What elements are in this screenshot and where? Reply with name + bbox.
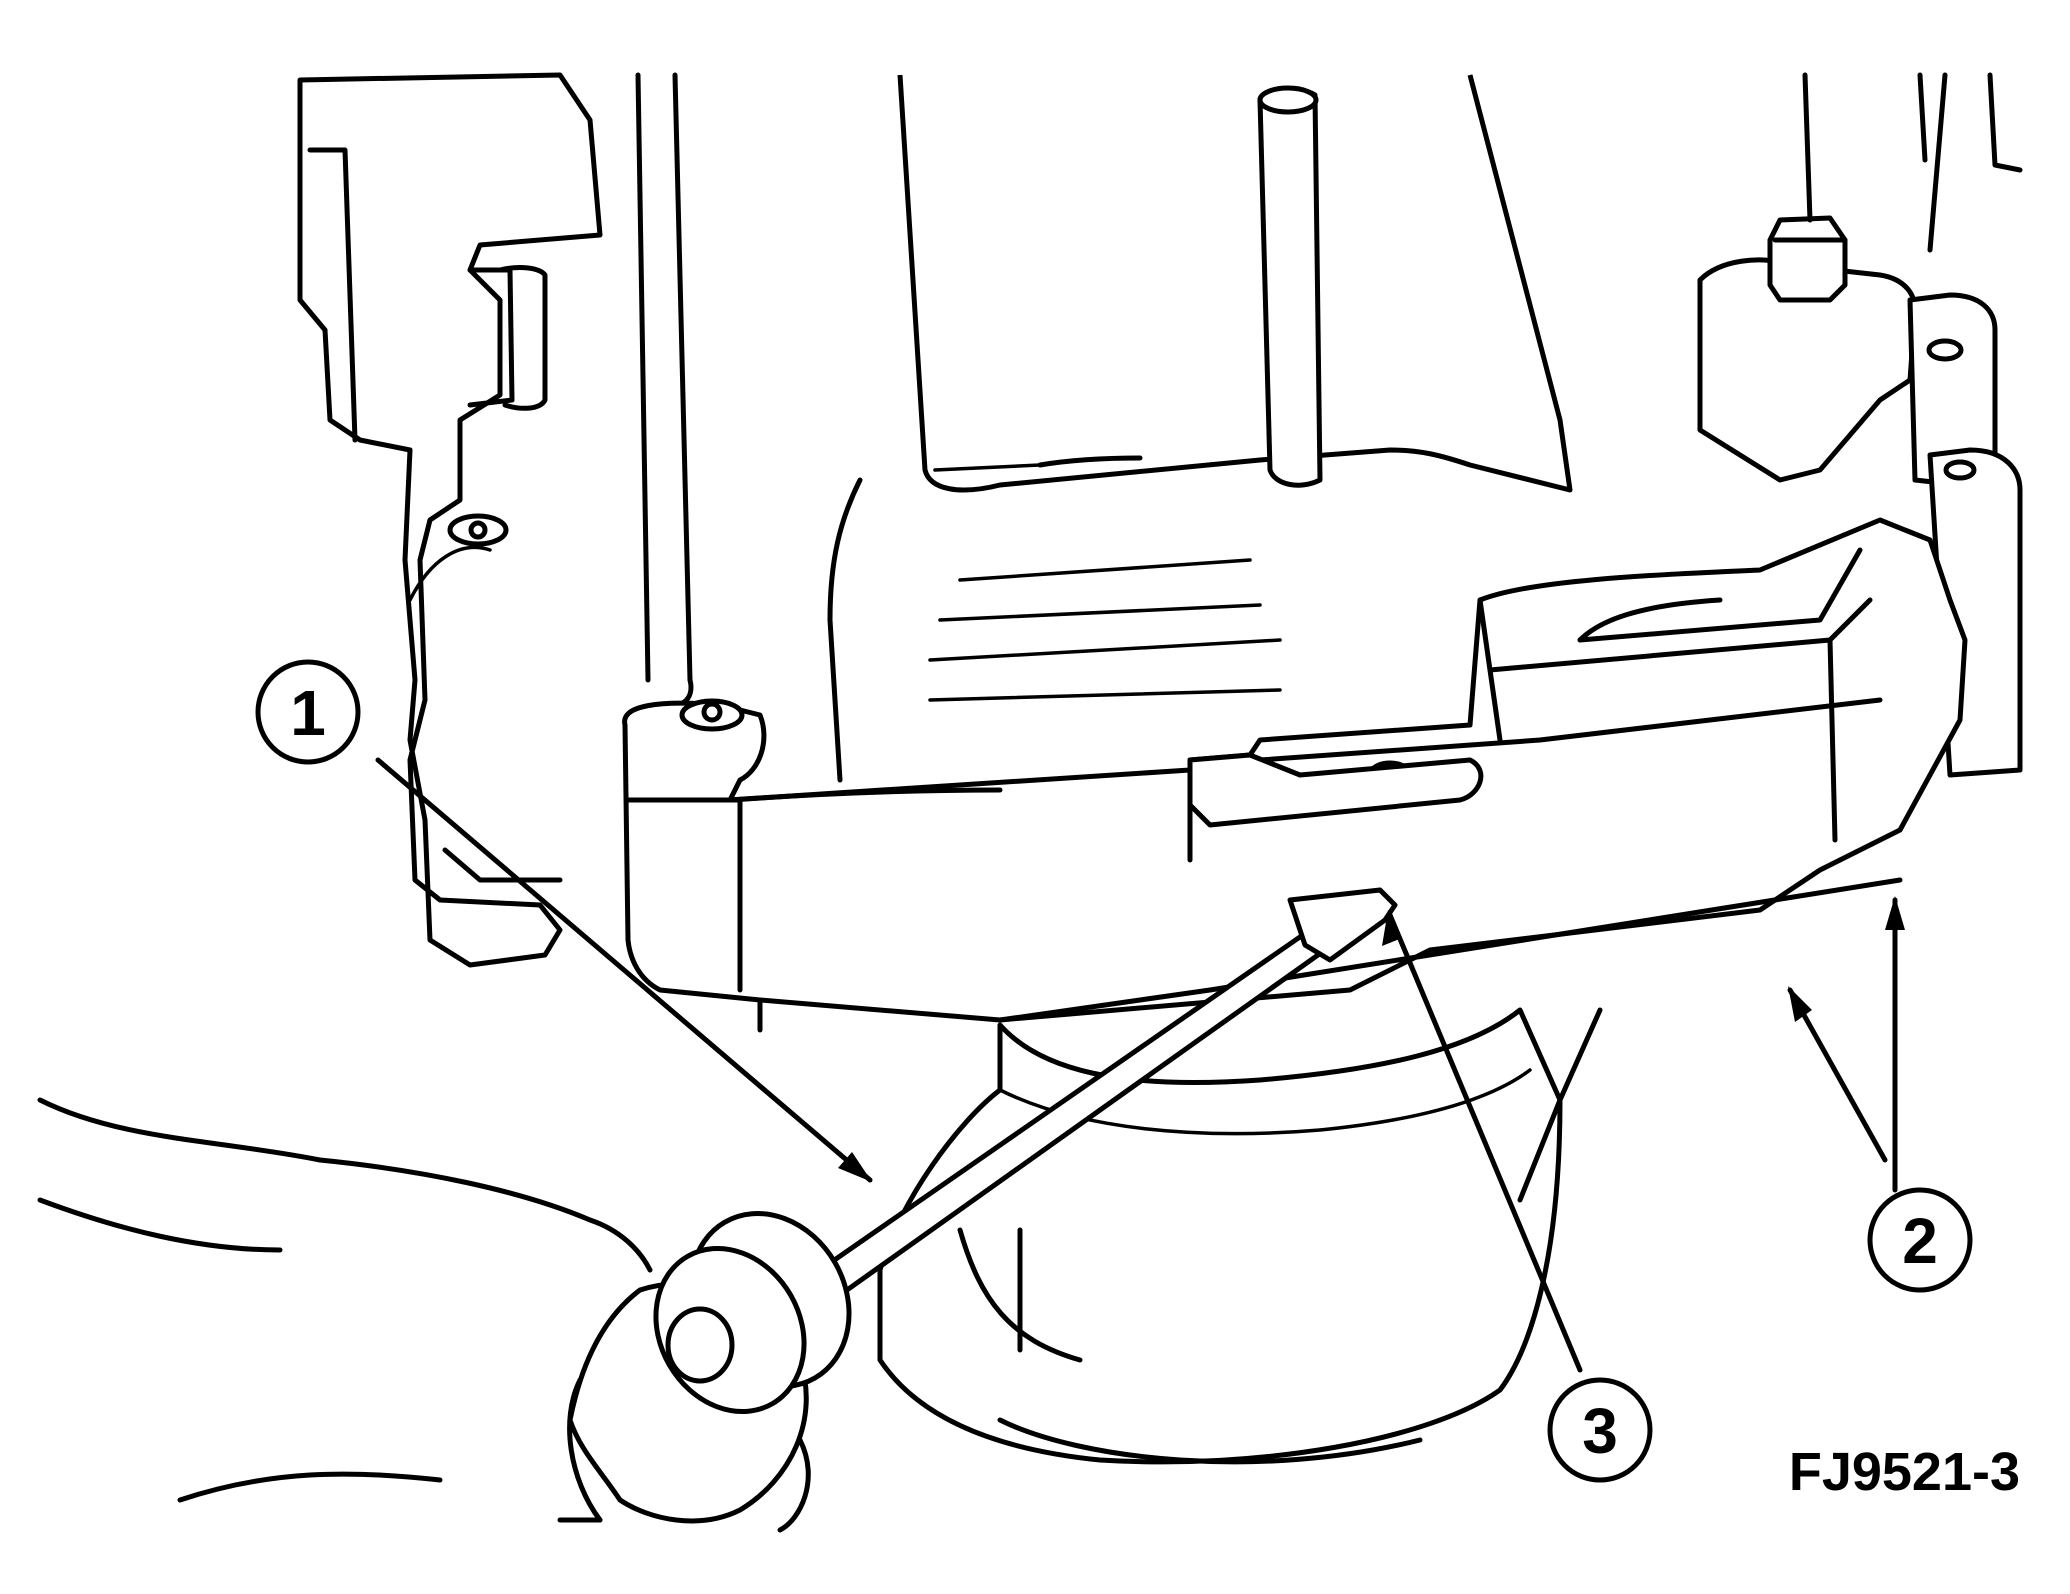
callout-1-number: 1 — [290, 677, 326, 749]
leader-line-2b — [1787, 987, 1888, 1163]
arrowhead-2a — [1885, 896, 1905, 930]
callout-2-number: 2 — [1902, 1205, 1938, 1277]
leader-lines — [375, 757, 1905, 1373]
leader-line-3 — [1387, 912, 1583, 1373]
arrowhead-2b — [1788, 986, 1812, 1022]
transmission-case-lower — [877, 1007, 1603, 1465]
engine-block-left — [297, 72, 603, 968]
transmission-housing — [827, 74, 1573, 783]
vertical-rod — [635, 72, 694, 709]
figure-id-label: FJ9521-3 — [1789, 1442, 2020, 1502]
crossmember-bracket — [622, 517, 1968, 1033]
leader-line-1 — [375, 757, 873, 1183]
callout-3: 3 — [1547, 1377, 1653, 1483]
callout-1: 1 — [255, 659, 361, 765]
pry-bar — [653, 887, 1398, 1415]
arrowhead-3 — [1382, 910, 1402, 946]
callout-3-number: 3 — [1582, 1395, 1618, 1467]
arrowhead-1 — [838, 1152, 872, 1182]
callout-2: 2 — [1867, 1187, 1973, 1293]
